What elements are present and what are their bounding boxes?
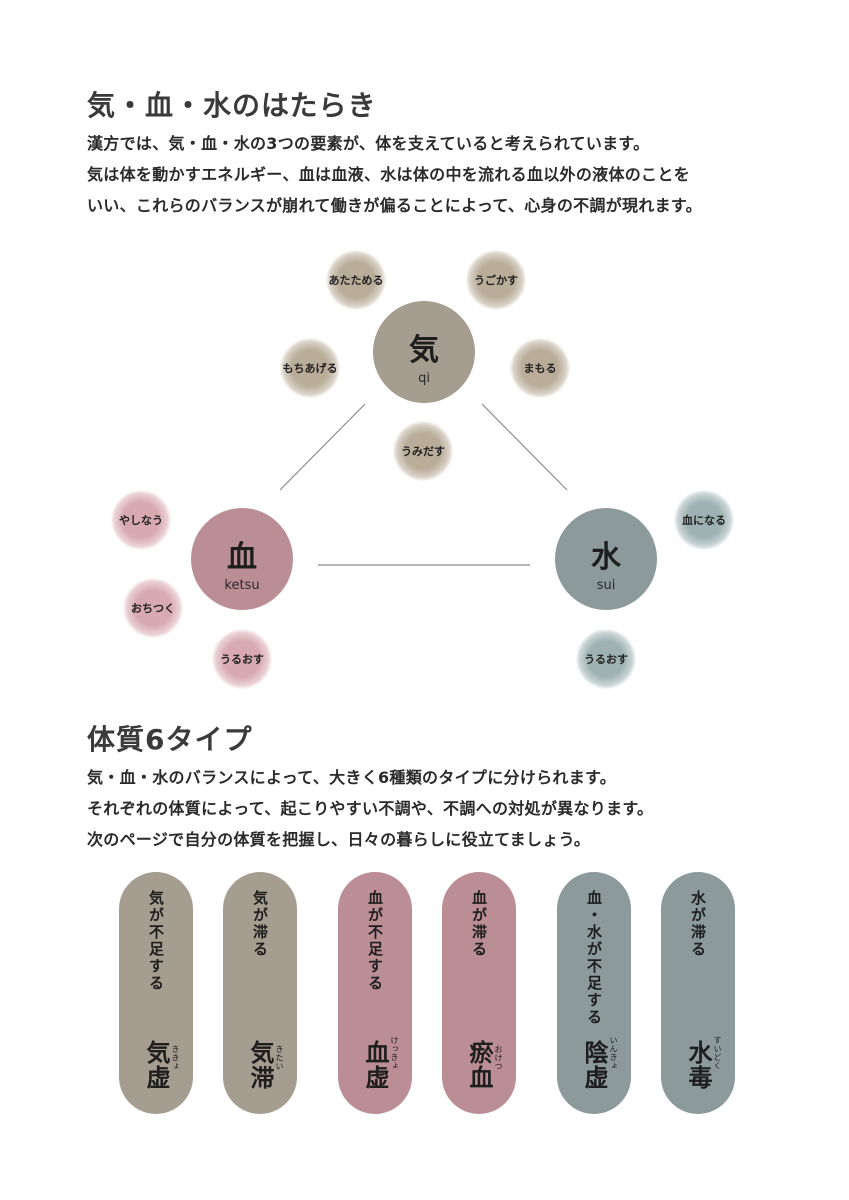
sui-circle: 水 sui — [555, 508, 657, 610]
ketsu-function-bubble: おちつく — [123, 578, 183, 638]
type-card-inkyo: 血・水が不足する 陰虚 いんきょ — [557, 872, 631, 1114]
line-qi-ketsu — [279, 403, 366, 491]
ketsu-circle: 血 ketsu — [191, 508, 293, 610]
type-caption: 血が不足する — [366, 890, 384, 992]
type-name: 陰虚 — [580, 1040, 608, 1090]
type-caption: 気が滞る — [251, 890, 269, 958]
type-caption: 血が滞る — [470, 890, 488, 958]
type-caption: 水が滞る — [689, 890, 707, 958]
qi-kanji: 気 — [409, 333, 439, 368]
ketsu-romaji: ketsu — [224, 578, 260, 593]
types-paragraph: 気・血・水のバランスによって、大きく6種類のタイプに分けられます。 それぞれの体… — [87, 762, 653, 855]
type-name: 瘀血 — [465, 1040, 493, 1090]
triangle-connector-lines — [279, 403, 568, 566]
section-title-six-types: 体質6タイプ — [87, 723, 253, 756]
intro-paragraph: 漢方では、気・血・水の3つの要素が、体を支えていると考えられています。 気は体を… — [87, 128, 702, 221]
types-line: 次のページで自分の体質を把握し、日々の暮らしに役立てましょう。 — [87, 830, 591, 849]
type-caption: 血・水が不足する — [585, 890, 603, 1026]
qi-romaji: qi — [418, 371, 430, 386]
type-name: 気滞 — [246, 1040, 274, 1090]
sui-function-bubble: 血になる — [674, 490, 734, 550]
type-reading: きたい — [275, 1044, 284, 1071]
types-line: 気・血・水のバランスによって、大きく6種類のタイプに分けられます。 — [87, 768, 617, 787]
ketsu-function-bubble: うるおす — [212, 629, 272, 689]
qi-function-bubble: まもる — [510, 338, 570, 398]
qi-function-bubble: あたためる — [326, 250, 386, 310]
type-card-kitai: 気が滞る 気滞 きたい — [223, 872, 297, 1114]
type-caption: 気が不足する — [147, 890, 165, 992]
type-name: 血虚 — [361, 1040, 389, 1090]
type-reading: おけつ — [494, 1044, 503, 1071]
qi-function-bubble: うみだす — [393, 421, 453, 481]
sui-function-bubble: うるおす — [576, 629, 636, 689]
qi-function-bubble: うごかす — [466, 250, 526, 310]
line-qi-sui — [481, 403, 568, 491]
ketsu-kanji: 血 — [227, 540, 257, 575]
type-card-kekkyo: 血が不足する 血虚 けっきょ — [338, 872, 412, 1114]
type-reading: けっきょ — [390, 1036, 399, 1070]
sui-kanji: 水 — [591, 540, 621, 575]
ketsu-function-bubble: やしなう — [111, 490, 171, 550]
intro-line: いい、これらのバランスが崩れて働きが偏ることによって、心身の不調が現れます。 — [87, 196, 702, 215]
type-name: 気虚 — [142, 1040, 170, 1090]
sui-romaji: sui — [596, 578, 616, 593]
intro-line: 気は体を動かすエネルギー、血は血液、水は体の中を流れる血以外の液体のことを — [87, 165, 690, 184]
type-card-kikyo: 気が不足する 気虚 ききょ — [119, 872, 193, 1114]
types-line: それぞれの体質によって、起こりやすい不調や、不調への対処が異なります。 — [87, 799, 654, 818]
type-card-suidoku: 水が滞る 水毒 すいどく — [661, 872, 735, 1114]
type-card-oketsu: 血が滞る 瘀血 おけつ — [442, 872, 516, 1114]
type-reading: すいどく — [713, 1036, 722, 1070]
type-name: 水毒 — [684, 1040, 712, 1090]
intro-line: 漢方では、気・血・水の3つの要素が、体を支えていると考えられています。 — [87, 134, 650, 153]
type-reading: いんきょ — [609, 1036, 618, 1070]
qi-function-bubble: もちあげる — [280, 338, 340, 398]
type-reading: ききょ — [171, 1044, 180, 1071]
section-title-qi-ketsu-sui: 気・血・水のはたらき — [87, 89, 377, 122]
qi-circle: 気 qi — [373, 301, 475, 403]
